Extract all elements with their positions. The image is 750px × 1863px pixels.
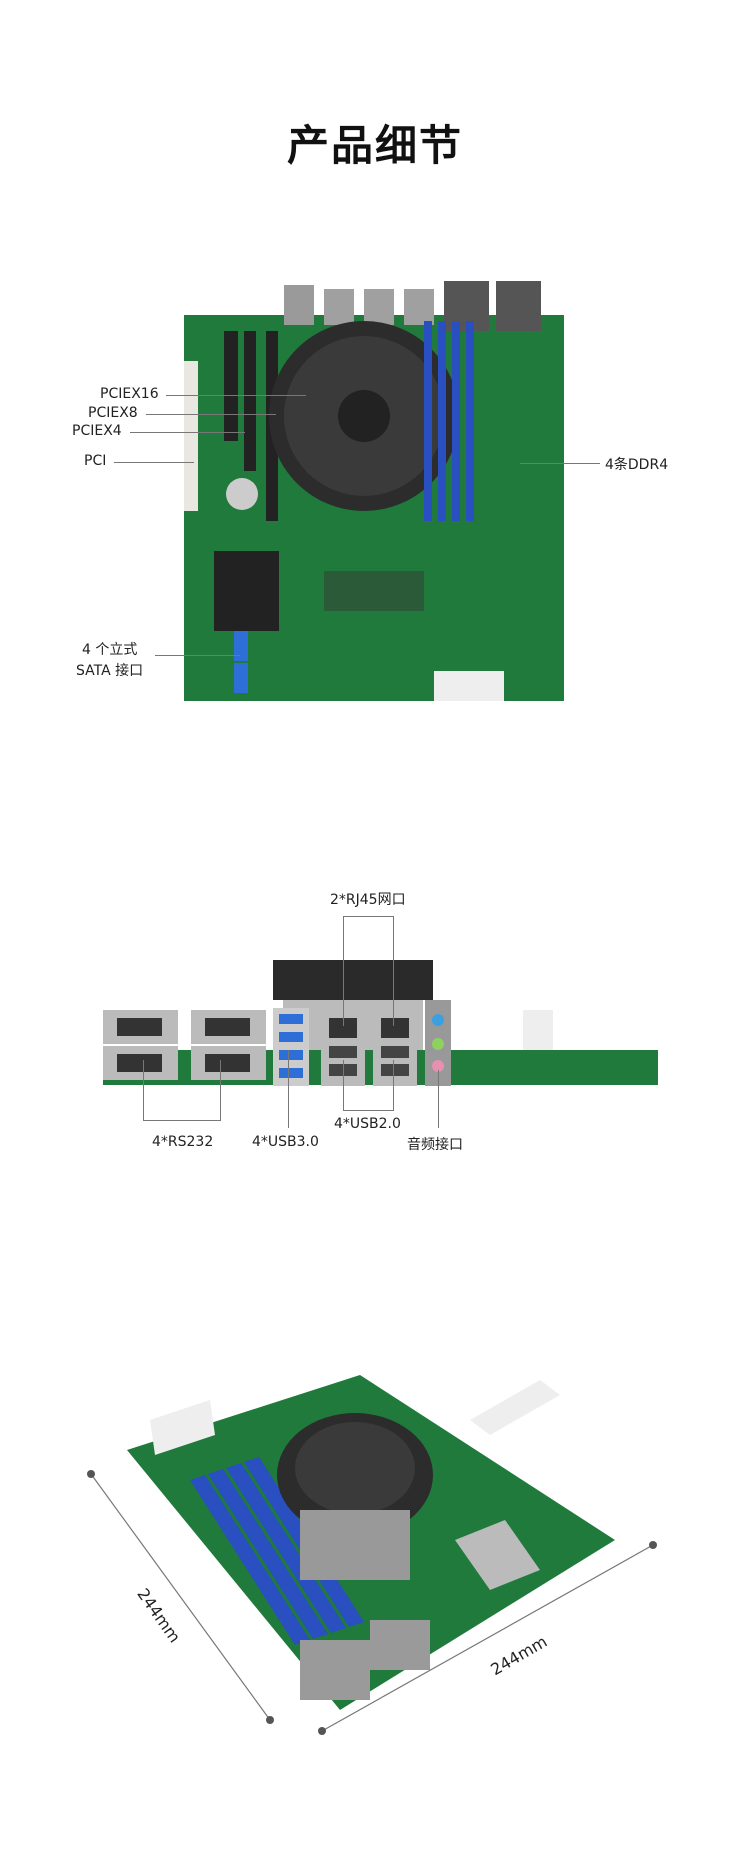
leader-line: [130, 432, 245, 433]
bracket: [220, 1060, 221, 1120]
label-pciex4: PCIEX4: [72, 423, 122, 439]
bracket: [143, 1060, 144, 1120]
bracket: [288, 1050, 289, 1128]
label-pciex8: PCIEX8: [88, 405, 138, 421]
motherboard-top-image: [184, 281, 564, 701]
label-usb2: 4*USB2.0: [334, 1116, 401, 1132]
label-ddr4: 4条DDR4: [605, 457, 669, 473]
bracket: [343, 916, 344, 1026]
leader-line: [520, 463, 600, 464]
label-rs232: 4*RS232: [152, 1134, 214, 1150]
bracket: [343, 1110, 394, 1111]
label-sata-line1: 4 个立式: [82, 642, 138, 658]
bracket: [393, 1060, 394, 1110]
bracket: [438, 1070, 439, 1128]
motherboard-io-image: [103, 960, 658, 1086]
bracket: [343, 916, 393, 917]
dimension-lines: [87, 1470, 657, 1735]
leader-line: [114, 462, 194, 463]
label-pci: PCI: [84, 453, 107, 469]
leader-line: [155, 655, 240, 656]
page-title: 产品细节: [286, 121, 463, 170]
bracket: [393, 916, 394, 1026]
bracket: [143, 1120, 221, 1121]
label-pciex16: PCIEX16: [100, 386, 159, 402]
label-audio: 音频接口: [407, 1137, 463, 1153]
motherboard-angle-image: [127, 1375, 615, 1710]
label-rj45: 2*RJ45网口: [330, 892, 406, 908]
leader-line: [146, 414, 276, 415]
leader-line: [166, 395, 306, 396]
bracket: [343, 1060, 344, 1110]
label-sata-line2: SATA 接口: [76, 663, 144, 679]
label-usb3: 4*USB3.0: [252, 1134, 319, 1150]
